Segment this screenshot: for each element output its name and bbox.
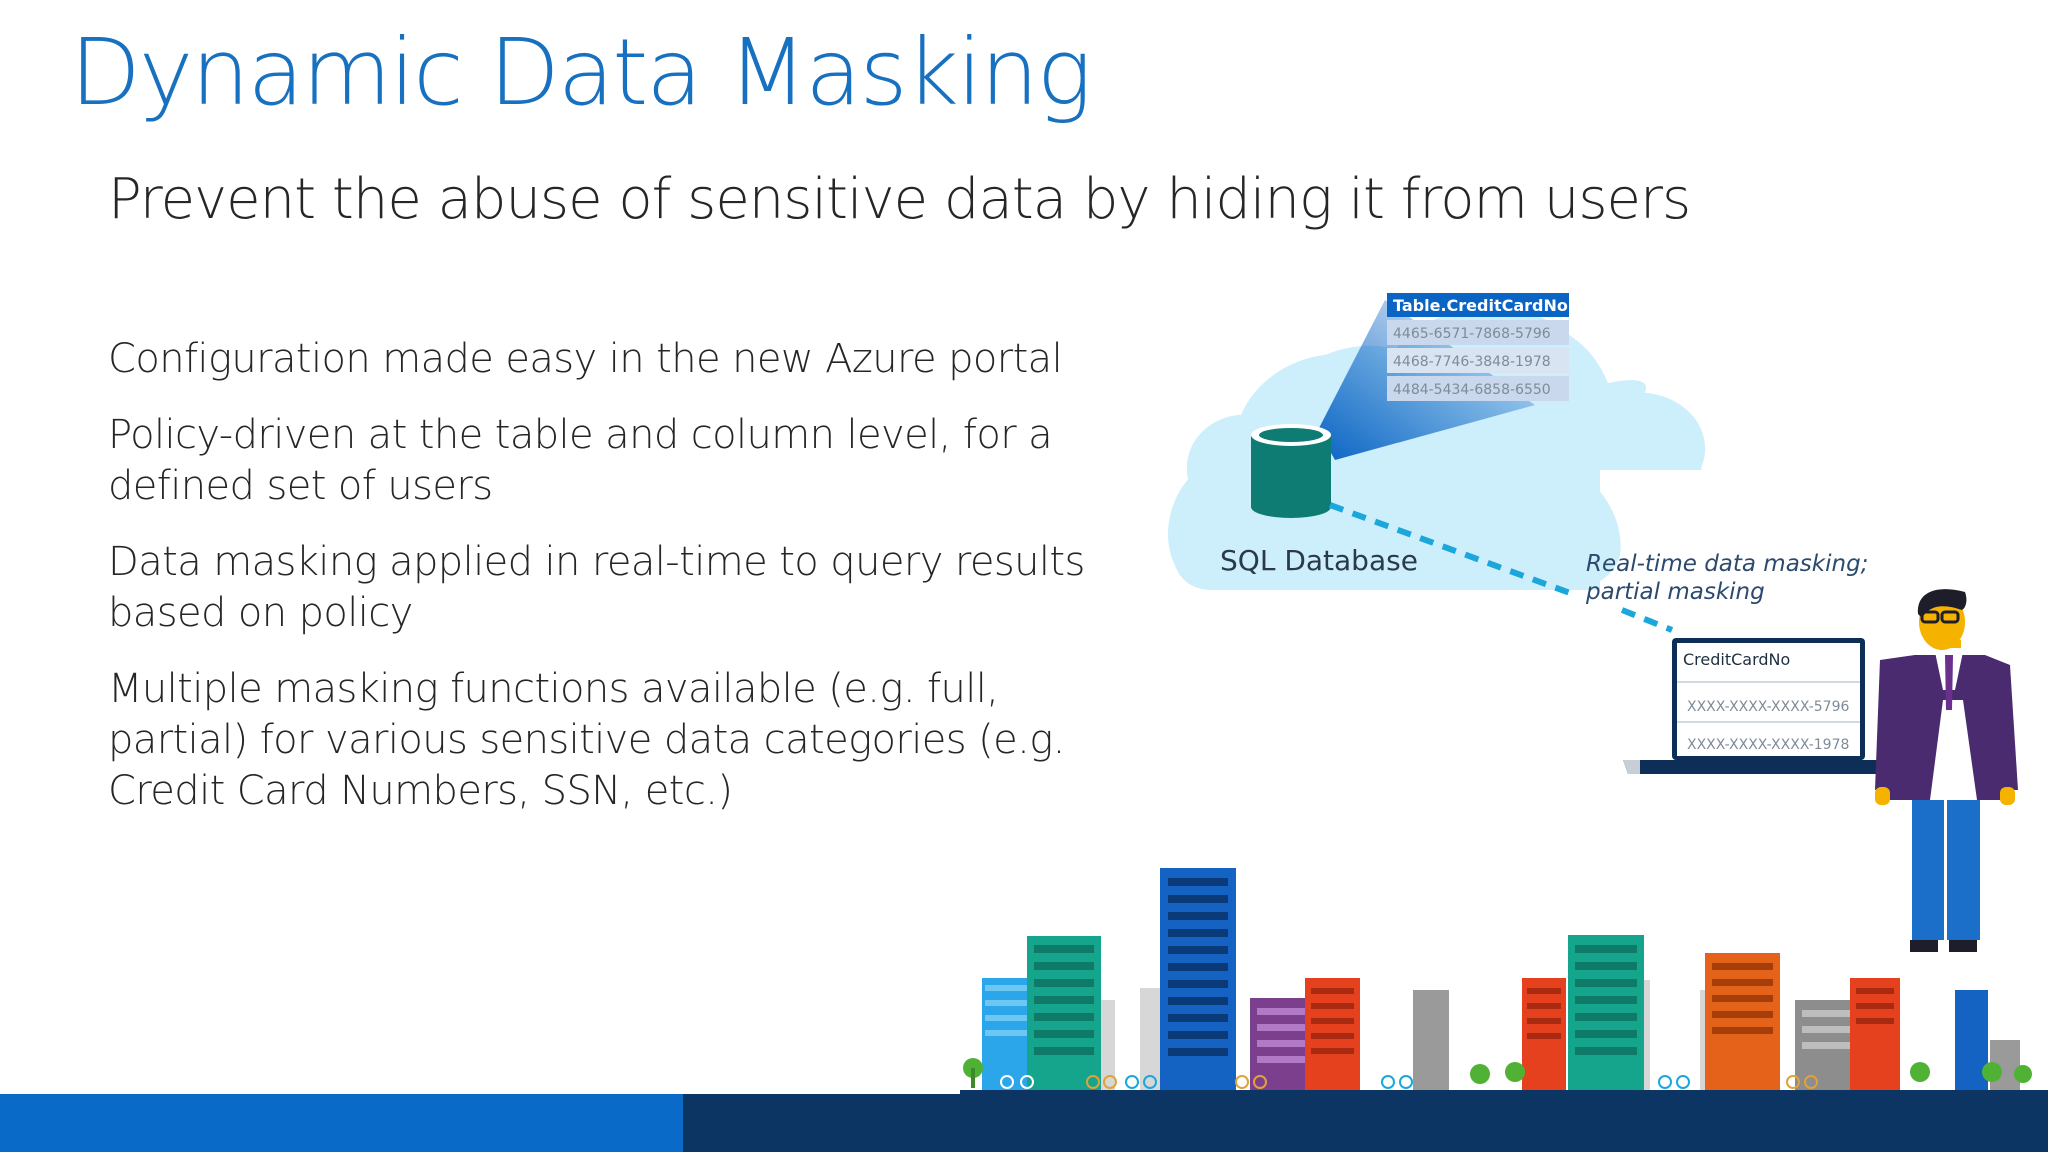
dashed-connector [1328, 502, 1572, 596]
table-header: Table.CreditCardNo [1393, 296, 1568, 315]
table-row [1387, 348, 1569, 373]
masked-value: XXXX-XXXX-XXXX-1978 [1687, 737, 1849, 753]
masked-value: XXXX-XXXX-XXXX-5796 [1687, 699, 1849, 715]
database-label: SQL Database [1220, 544, 1418, 577]
user-figure [1875, 589, 2018, 952]
slide-title: Dynamic Data Masking [70, 19, 1092, 126]
bicycle-icon [1381, 1075, 1413, 1089]
credit-card-table: Table.CreditCardNo 4465-6571-7868-5796 4… [1387, 293, 1569, 401]
bicycle-icon [1235, 1075, 1267, 1089]
bullet-list: Configuration made easy in the new Azure… [108, 334, 1088, 842]
city-skyline [960, 868, 2048, 1094]
table-row [1387, 376, 1569, 401]
laptop-column-header: CreditCardNo [1683, 650, 1790, 669]
bullet-item: Data masking applied in real-time to que… [108, 539, 1085, 636]
bicycle-icon [1125, 1075, 1157, 1089]
database-icon [1251, 424, 1331, 518]
bullet-item: Configuration made easy in the new Azure… [108, 336, 1063, 382]
bicycle-icon [1658, 1075, 1690, 1089]
table-cell: 4465-6571-7868-5796 [1393, 326, 1551, 342]
bicycle-icon [1086, 1075, 1117, 1089]
footer-bar-dark [683, 1094, 2048, 1152]
bicycle-icon [1786, 1075, 1818, 1089]
bullet-item: Multiple masking functions available (e.… [108, 666, 1065, 814]
table-cell: 4484-5434-6858-6550 [1393, 382, 1551, 398]
bicycle-icon [1000, 1075, 1034, 1089]
masking-caption: partial masking [1585, 579, 1765, 605]
laptop-icon: CreditCardNo XXXX-XXXX-XXXX-5796 XXXX-XX… [1623, 638, 1900, 774]
footer-bar-light [0, 1094, 683, 1152]
slide-subtitle: Prevent the abuse of sensitive data by h… [108, 167, 1691, 232]
table-cell: 4468-7746-3848-1978 [1393, 354, 1551, 370]
dashed-connector [1620, 607, 1674, 633]
masking-caption: Real-time data masking; [1586, 551, 1868, 577]
table-row [1387, 320, 1569, 345]
bullet-item: Policy-driven at the table and column le… [108, 412, 1053, 509]
